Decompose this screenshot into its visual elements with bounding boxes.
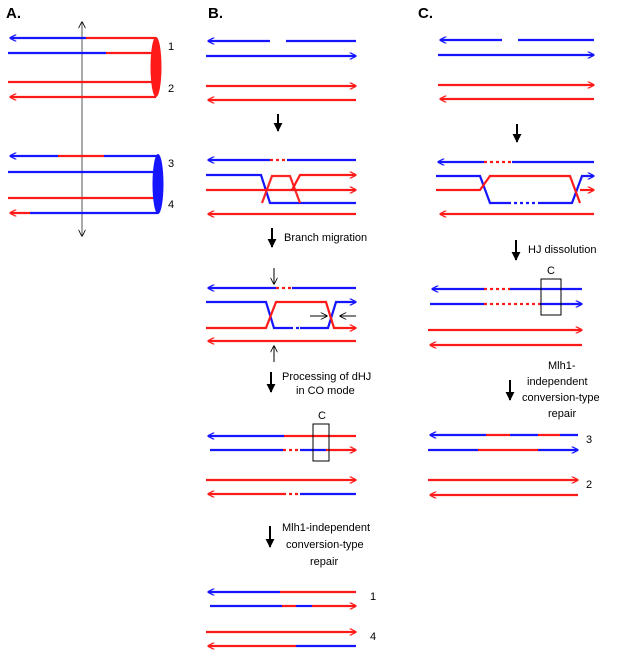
panel-a: A. 1 2 3 4 bbox=[6, 5, 174, 236]
chromatid-number-1: 1 bbox=[168, 41, 174, 53]
c-double-holliday-junction bbox=[436, 162, 594, 214]
b-double-holliday-junction bbox=[206, 160, 356, 214]
chromatid-number-2: 2 bbox=[168, 83, 174, 95]
b-initial-duplexes bbox=[206, 41, 356, 100]
hj-dissolution-label: HJ dissolution bbox=[528, 244, 596, 256]
c-repair-label-line3: conversion-type bbox=[522, 392, 600, 404]
b-repair-label-line3: repair bbox=[310, 556, 338, 568]
chromatid-pair-3-4 bbox=[8, 154, 164, 214]
b-branch-migrated-dhj bbox=[206, 268, 356, 362]
blue-centromere bbox=[152, 154, 164, 214]
branch-migration-label: Branch migration bbox=[284, 232, 367, 244]
c-result-number-3: 3 bbox=[586, 434, 592, 446]
b-result-number-1: 1 bbox=[370, 591, 376, 603]
chromatid-number-4: 4 bbox=[168, 199, 174, 211]
c-initial-duplexes bbox=[438, 40, 594, 99]
c-noncrossover-products bbox=[428, 278, 582, 345]
c-conversion-box bbox=[540, 278, 562, 316]
b-repair-label-line2: conversion-type bbox=[286, 539, 364, 551]
c-result-number-2: 2 bbox=[586, 479, 592, 491]
b-crossover-products bbox=[206, 423, 356, 494]
c-final-chromatids bbox=[428, 435, 578, 495]
panel-c: C. HJ dissolution bbox=[418, 5, 600, 495]
processing-label-line2: in CO mode bbox=[296, 385, 355, 397]
b-result-number-4: 4 bbox=[370, 631, 376, 643]
b-conversion-box bbox=[312, 423, 330, 462]
panel-b-label: B. bbox=[208, 5, 223, 22]
c-repair-label-line4: repair bbox=[548, 408, 576, 420]
panel-b: B. Branch migration bbox=[206, 5, 376, 646]
panel-c-label: C. bbox=[418, 5, 433, 22]
c-box-label: C bbox=[547, 265, 555, 277]
red-centromere bbox=[150, 37, 162, 97]
panel-a-label: A. bbox=[6, 5, 21, 22]
c-repair-label-line2: independent bbox=[527, 376, 588, 388]
b-final-chromatids bbox=[206, 592, 356, 646]
b-repair-label-line1: Mlh1-independent bbox=[282, 522, 370, 534]
chromatid-pair-1-2 bbox=[8, 37, 162, 97]
processing-label-line1: Processing of dHJ bbox=[282, 371, 371, 383]
b-box-label: C bbox=[318, 410, 326, 422]
c-repair-label-line1: Mlh1- bbox=[548, 360, 576, 372]
chromatid-number-3: 3 bbox=[168, 158, 174, 170]
